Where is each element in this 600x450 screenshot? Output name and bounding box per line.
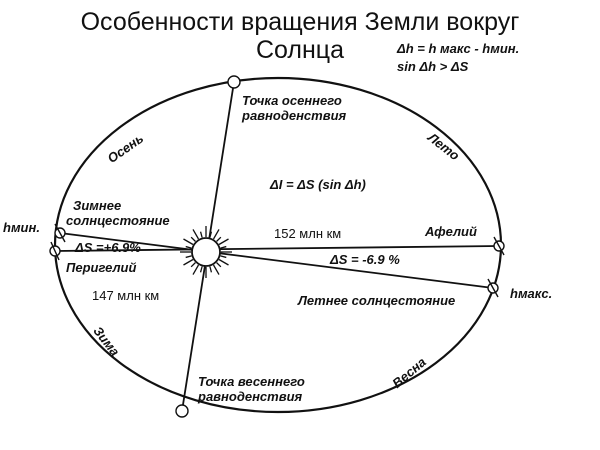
autumn-equinox-label-1: Точка осеннего: [242, 93, 342, 108]
sun-icon: [180, 226, 232, 278]
delta-s-plus-label: ΔS =+6.9%: [74, 240, 141, 255]
h-max-label: hмакс.: [510, 286, 552, 301]
winter-solstice-label-1: Зимнее: [73, 198, 121, 213]
title-line-1: Особенности вращения Земли вокруг: [81, 8, 520, 36]
title-line-2: Солнца: [256, 36, 344, 64]
winter-solstice-label-2: солнцестояние: [66, 213, 170, 228]
spring-equinox-label-1: Точка весеннего: [198, 374, 305, 389]
spring-equinox-label-2: равноденствия: [197, 389, 303, 404]
summer-solstice-earth-icon: [487, 278, 499, 298]
solstice-axis: [59, 232, 494, 289]
h-min-label: hмин.: [3, 220, 40, 235]
apsidal-line: [54, 245, 500, 252]
spring-equinox-earth-icon: [175, 404, 189, 418]
autumn-equinox-earth-icon: [227, 75, 241, 89]
aphelion-distance-label: 152 млн км: [274, 226, 341, 241]
perihelion-distance-label: 147 млн км: [92, 288, 159, 303]
delta-i-formula: ΔI = ΔS (sin Δh): [269, 177, 366, 192]
season-autumn-label: Осень: [105, 131, 146, 166]
perihelion-earth-icon: [49, 241, 61, 261]
summer-solstice-label: Летнее солнцестояние: [297, 293, 455, 308]
aphelion-earth-icon: [493, 236, 505, 256]
perihelion-label: Перигелий: [66, 260, 136, 275]
winter-solstice-earth-icon: [54, 223, 66, 243]
formula-delta-h: Δh = h макс - hмин.: [396, 41, 519, 56]
autumn-equinox-label-2: равноденствия: [241, 108, 347, 123]
delta-s-minus-label: ΔS = -6.9 %: [329, 252, 400, 267]
formula-sin-delta-h: sin Δh > ΔS: [397, 59, 469, 74]
aphelion-label: Афелий: [424, 224, 477, 239]
